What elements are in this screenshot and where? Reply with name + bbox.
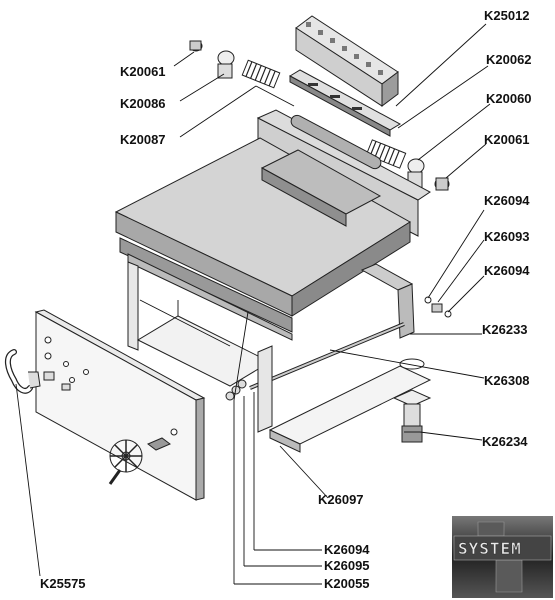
pivot-parts	[424, 296, 452, 318]
bracket-left-part	[217, 50, 235, 79]
label-k26094-b: K26094	[484, 263, 530, 278]
label-k26234: K26234	[482, 434, 528, 449]
label-k26094-c: K26094	[324, 542, 370, 557]
logo-text: SYSTEM	[458, 539, 522, 558]
hinge-rail-part	[288, 69, 402, 137]
side-handle-part	[5, 349, 41, 394]
adjustable-foot-part	[392, 389, 432, 443]
label-k26308: K26308	[484, 373, 530, 388]
label-k26097: K26097	[318, 492, 364, 507]
part-labels: K25012 K20061 K20062 K20086 K20060 K2008…	[40, 8, 532, 591]
label-k25012: K25012	[484, 8, 530, 23]
cap-right-part	[434, 177, 450, 191]
label-k20062: K20062	[486, 52, 532, 67]
leader-lines	[15, 23, 491, 585]
spring-right-part	[365, 139, 407, 169]
label-k26094-a: K26094	[484, 193, 530, 208]
label-k26095: K26095	[324, 558, 370, 573]
label-k25575: K25575	[40, 576, 86, 591]
appliance-body	[114, 109, 432, 453]
cap-left-part	[189, 40, 203, 52]
label-k26093: K26093	[484, 229, 530, 244]
label-k20055: K20055	[324, 576, 370, 591]
label-k20061-top: K20061	[120, 64, 166, 79]
label-k26233: K26233	[482, 322, 528, 337]
system-logo: SYSTEM	[452, 516, 553, 598]
label-k20060: K20060	[486, 91, 532, 106]
label-k20061-right: K20061	[484, 132, 530, 147]
label-k20087: K20087	[120, 132, 166, 147]
comb-bar-part	[295, 15, 399, 107]
spring-left-part	[241, 59, 281, 89]
front-control-panel	[34, 309, 206, 501]
label-k20086: K20086	[120, 96, 166, 111]
